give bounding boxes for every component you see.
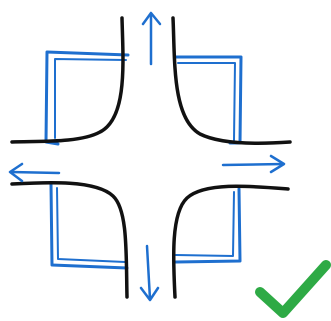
- block-top-right: [176, 57, 241, 143]
- road-edge-bottom-right: [174, 186, 288, 297]
- road-edge-top-right: [173, 18, 290, 143]
- arrow-up-icon: [143, 13, 160, 64]
- arrow-right-icon: [223, 156, 284, 172]
- arrow-down-icon: [141, 246, 158, 300]
- block-top-left: [46, 52, 128, 144]
- road-edge-bottom-left: [12, 183, 127, 297]
- checkmark-icon: [260, 265, 326, 313]
- road-edge-top-left: [12, 18, 123, 142]
- arrow-left-icon: [10, 164, 59, 181]
